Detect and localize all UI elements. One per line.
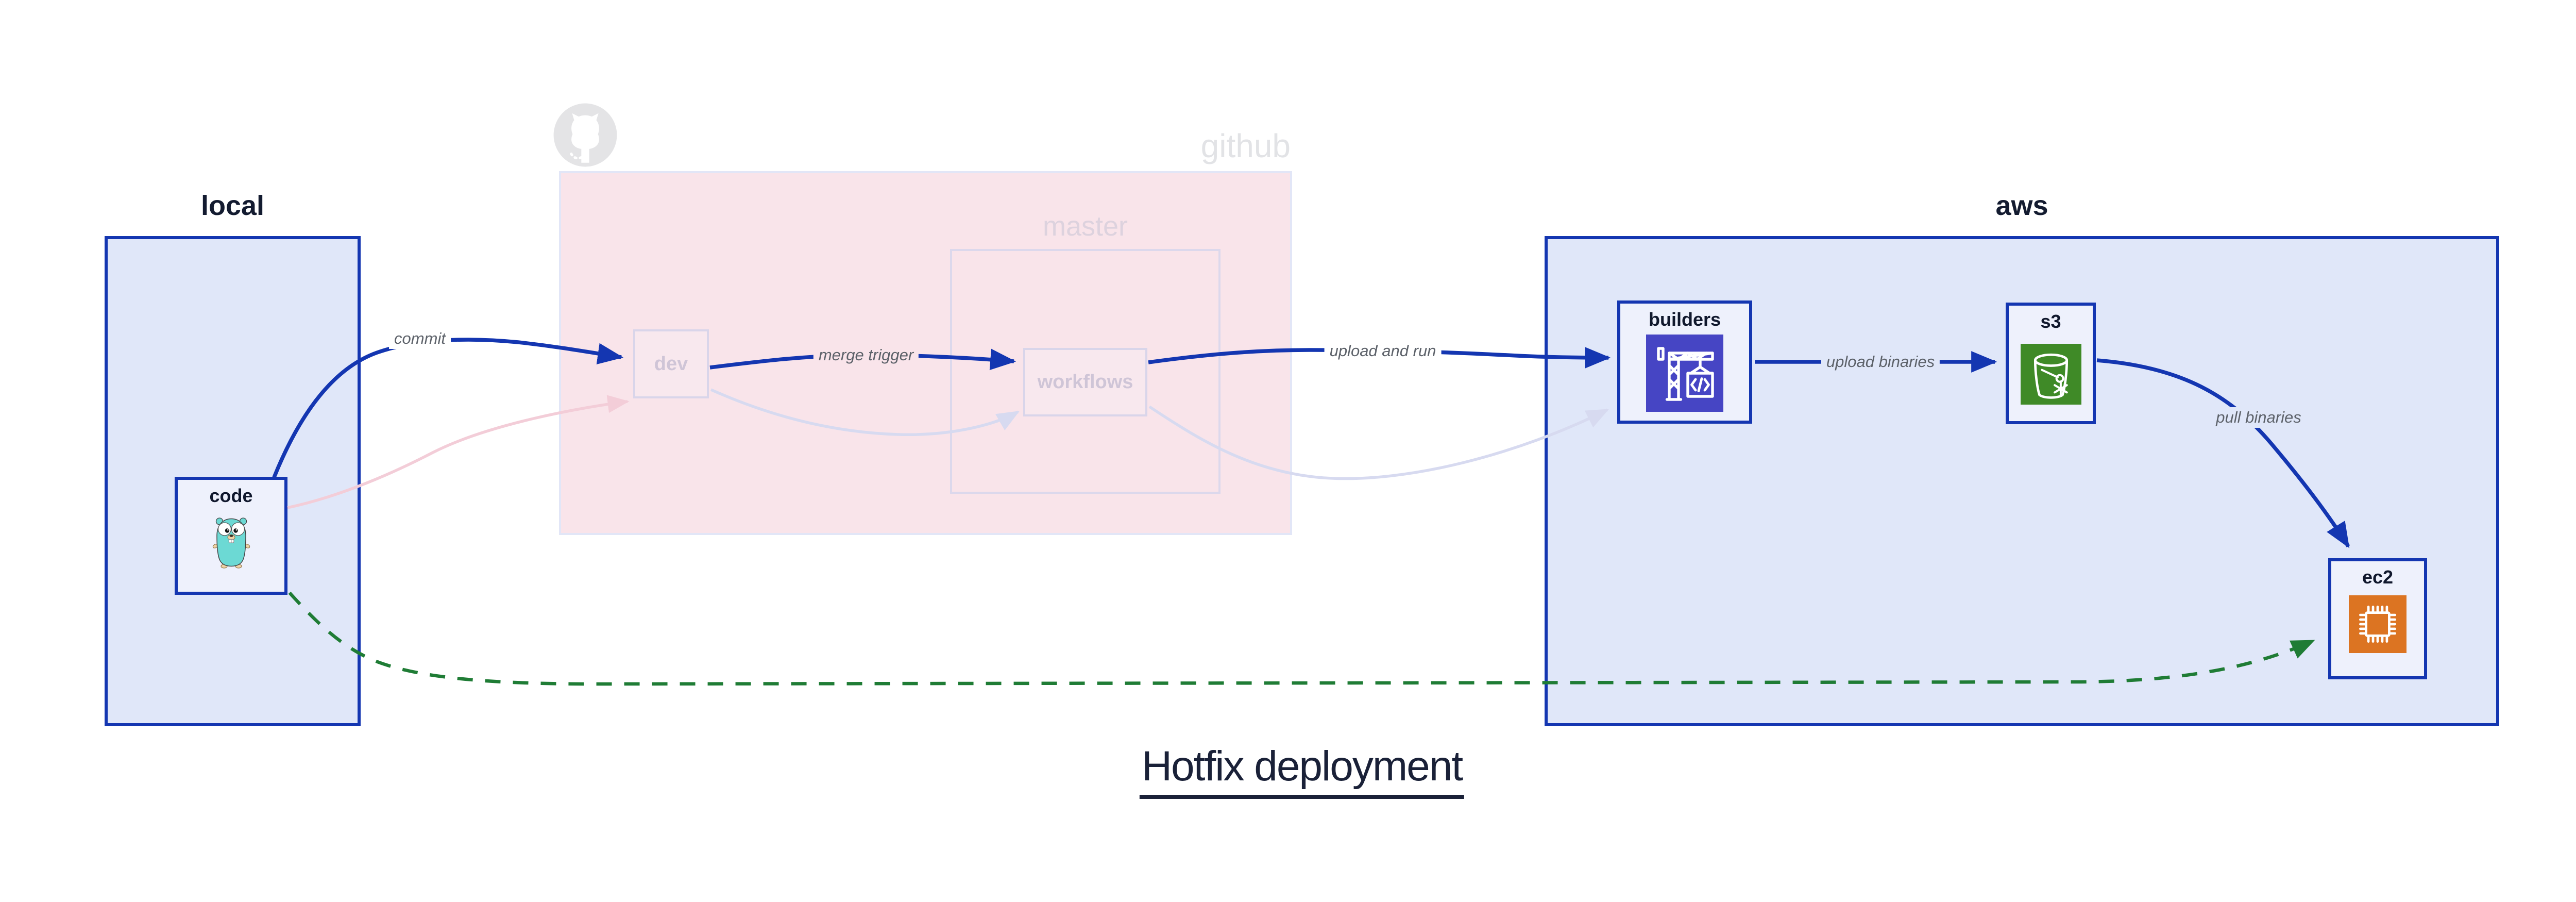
master-branch-box [950,249,1221,494]
edge-merge-trigger-label: merge trigger [813,345,919,365]
edge-commit-label: commit [389,328,451,349]
node-dev: dev [633,329,709,398]
edge-upload-binaries-label: upload binaries [1821,352,1940,372]
local-region-label: local [200,190,265,221]
gopher-icon [212,517,250,569]
aws-region-label: aws [1995,190,2048,221]
diagram-title: Hotfix deployment [1139,742,1465,799]
node-code-label: code [209,485,253,506]
s3-bucket-icon [2020,344,2081,405]
node-builders-label: builders [1648,309,1721,330]
node-workflows: workflows [1023,348,1147,416]
node-s3: s3 [2006,303,2096,424]
node-ec2: ec2 [2328,558,2427,679]
node-builders: builders [1617,300,1752,424]
edge-upload-and-run-label: upload and run [1324,341,1442,361]
github-region-label: github [1200,127,1291,164]
node-s3-label: s3 [2040,311,2061,332]
node-ec2-label: ec2 [2362,566,2394,588]
ec2-chip-icon [2349,595,2406,653]
master-branch-label: master [1042,211,1128,242]
octocat-icon [553,103,617,167]
node-dev-label: dev [654,353,688,375]
codebuild-crane-icon [1646,335,1723,412]
node-workflows-label: workflows [1037,371,1133,393]
edge-pull-binaries-label: pull binaries [2211,407,2307,428]
node-code: code [175,477,287,595]
